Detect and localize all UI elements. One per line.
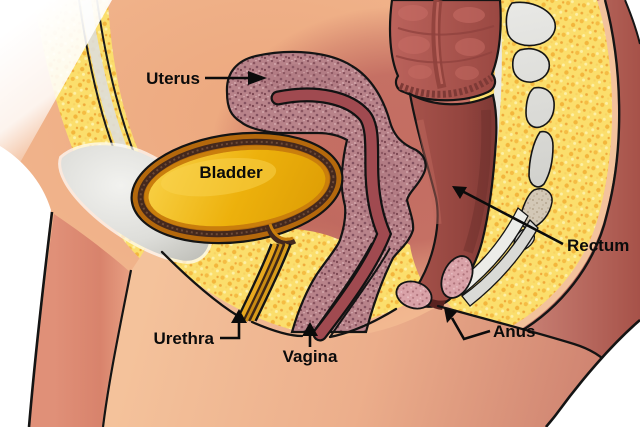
sacrum-bones bbox=[505, 1, 556, 252]
back-muscle bbox=[430, 0, 640, 427]
rectum-arrow bbox=[452, 186, 467, 199]
perineum-outline bbox=[160, 250, 612, 368]
anus-arrow bbox=[444, 308, 457, 323]
bladder-neck-inner bbox=[268, 223, 294, 241]
corner-bottom-left bbox=[0, 146, 51, 427]
urethra-label: Urethra bbox=[154, 329, 215, 348]
perineal-skin bbox=[96, 242, 618, 427]
corner-top-left bbox=[0, 0, 112, 198]
thigh-shading bbox=[30, 214, 130, 427]
pelvic-fat bbox=[34, 0, 428, 336]
anus-label: Anus bbox=[493, 322, 536, 341]
rectum-shape bbox=[408, 91, 498, 308]
sigmoid-colon bbox=[388, 0, 502, 102]
vagina-label: Vagina bbox=[283, 347, 338, 366]
anus-leader-line bbox=[450, 317, 491, 341]
urethra-leader-line bbox=[220, 316, 241, 340]
buttock-outline bbox=[544, 319, 640, 427]
thigh-inner-line bbox=[101, 269, 133, 427]
bladder-label: Bladder bbox=[199, 163, 263, 182]
back-contour-line-outer bbox=[517, 0, 621, 335]
urethra-arrow bbox=[231, 309, 247, 323]
rectum-label: Rectum bbox=[567, 236, 629, 255]
uterus-shape bbox=[225, 50, 427, 342]
sphincter-right bbox=[440, 255, 474, 299]
thigh-front-line bbox=[27, 211, 54, 427]
bladder-shape bbox=[130, 131, 344, 245]
sphincter-left bbox=[395, 280, 433, 310]
vaginal-wall-line-back bbox=[329, 247, 391, 338]
corner-top-right-line bbox=[624, 0, 640, 45]
annotations: Uterus Bladder Urethra Vagina Anus Rectu… bbox=[146, 69, 629, 366]
uterus-label: Uterus bbox=[146, 69, 200, 88]
corner-bottom-right bbox=[546, 320, 640, 427]
vagina-arrow bbox=[302, 322, 318, 336]
rectum-leader-line bbox=[461, 189, 564, 246]
bladder-neck bbox=[265, 225, 297, 246]
levator-band-2 bbox=[461, 218, 539, 307]
uterus-arrow bbox=[248, 71, 267, 85]
uterine-vaginal-canal bbox=[272, 89, 390, 340]
corner-top-right bbox=[625, 0, 640, 42]
back-skin-strip bbox=[511, 0, 619, 332]
